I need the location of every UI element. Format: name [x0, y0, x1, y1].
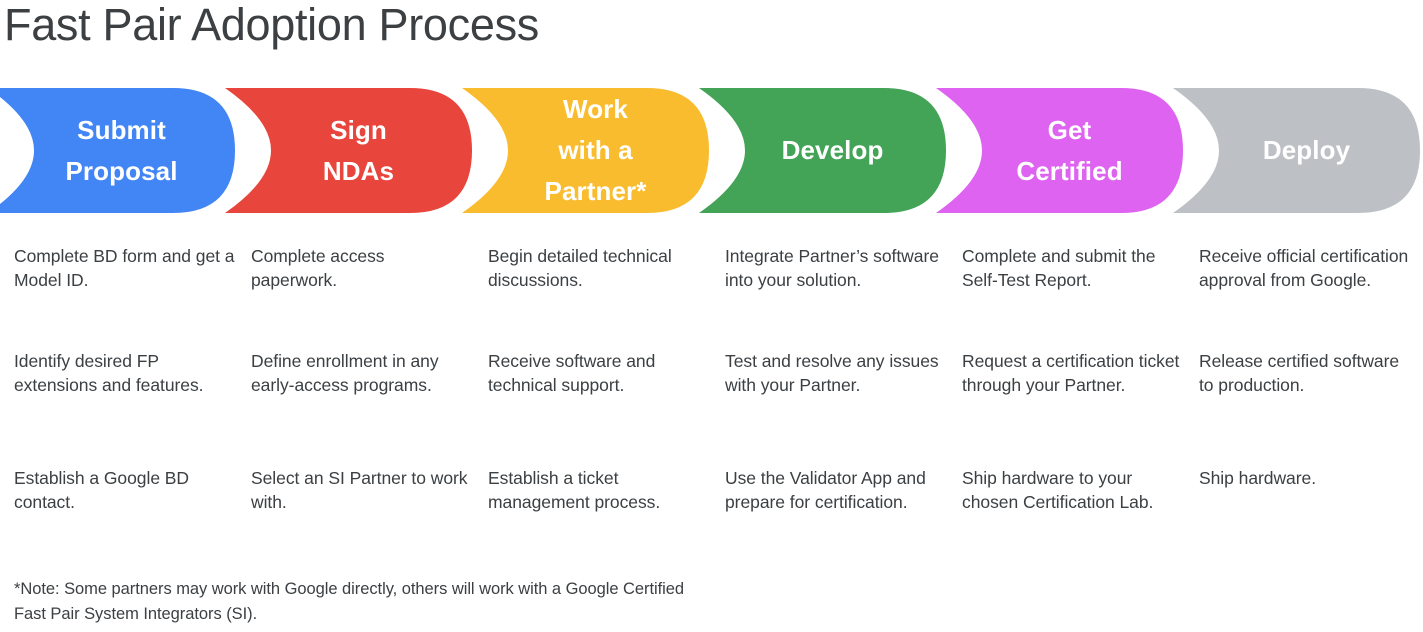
stage-label-sign-ndas: Sign NDAs: [322, 114, 395, 186]
stage-banner-get-certified[interactable]: Get Certified: [936, 88, 1183, 213]
detail-item: Establish a ticket management process.: [488, 468, 661, 512]
stage-banner-develop[interactable]: Develop: [699, 88, 946, 213]
stage-banner-shape-icon: [462, 88, 709, 213]
stage-label-work-with-a-partner: Work with a Partner*: [544, 94, 647, 206]
detail-item: Select an SI Partner to work with.: [251, 468, 468, 512]
stage-banner-shape-icon: [936, 88, 1183, 213]
page-title: Fast Pair Adoption Process: [4, 0, 539, 50]
stage-shape-path-0: [0, 88, 235, 213]
detail-item: Receive software and technical support.: [488, 351, 656, 395]
stage-banner-sign-ndas[interactable]: Sign NDAs: [225, 88, 472, 213]
detail-item: Identify desired FP extensions and featu…: [14, 351, 204, 395]
detail-item: Receive official certification approval …: [1199, 246, 1409, 290]
stage-label-submit-proposal: Submit Proposal: [65, 114, 178, 186]
detail-item: Request a certification ticket through y…: [962, 351, 1180, 395]
stage-shape-path-4: [936, 88, 1183, 213]
detail-item: Establish a Google BD contact.: [14, 468, 190, 512]
stage-banner-shape-icon: [225, 88, 472, 213]
stage-details-grid: Complete BD form and get a Model ID. Ide…: [0, 236, 1423, 556]
stage-shape-path-5: [1173, 88, 1420, 213]
stage-banner-deploy[interactable]: Deploy: [1173, 88, 1420, 213]
process-stage-row: Submit Proposal Sign NDAs Work with a Pa…: [0, 88, 1423, 213]
stage-label-get-certified: Get Certified: [1016, 114, 1123, 186]
stage-banner-work-with-a-partner[interactable]: Work with a Partner*: [462, 88, 709, 213]
stage-shape-path-1: [225, 88, 472, 213]
stage-label-develop: Develop: [781, 135, 884, 165]
stage-banner-submit-proposal[interactable]: Submit Proposal: [0, 88, 235, 213]
detail-item: Complete access paperwork.: [251, 246, 385, 290]
detail-item: Ship hardware.: [1199, 468, 1317, 488]
detail-item: Integrate Partner’s software into your s…: [725, 246, 939, 290]
stage-banner-shape-icon: [0, 88, 235, 213]
stage-shape-path-3: [699, 88, 946, 213]
stage-banner-shape-icon: [1173, 88, 1420, 213]
detail-item: Complete BD form and get a Model ID.: [14, 246, 235, 290]
stage-label-deploy: Deploy: [1262, 135, 1351, 165]
stage-shape-path-2: [462, 88, 709, 213]
detail-item: Begin detailed technical discussions.: [488, 246, 672, 290]
stage-banner-shape-icon: [699, 88, 946, 213]
detail-item: Use the Validator App and prepare for ce…: [725, 468, 926, 512]
detail-item: Define enrollment in any early-access pr…: [251, 351, 439, 395]
detail-item: Release certified software to production…: [1199, 351, 1400, 395]
footnote-text: *Note: Some partners may work with Googl…: [14, 580, 685, 623]
detail-item: Complete and submit the Self-Test Report…: [962, 246, 1156, 290]
detail-item: Ship hardware to your chosen Certificati…: [962, 468, 1154, 512]
detail-item: Test and resolve any issues with your Pa…: [725, 351, 939, 395]
